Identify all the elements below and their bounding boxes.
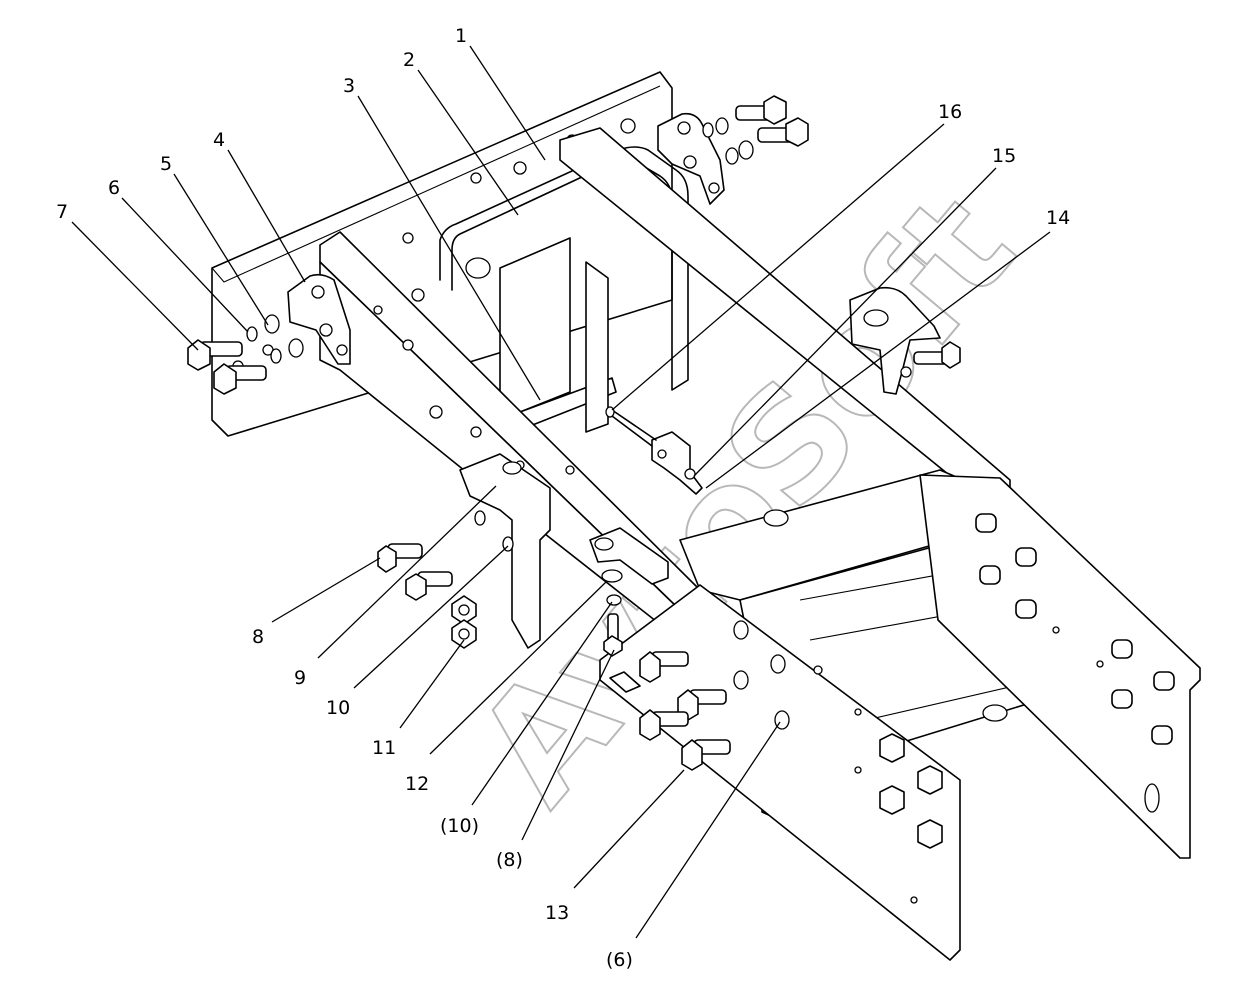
- callout-7: 7: [56, 201, 68, 223]
- callout-14: 14: [1046, 207, 1070, 229]
- callout-4: 4: [213, 129, 225, 151]
- leader-lines: [71, 45, 1051, 939]
- callout-9: 9: [294, 667, 306, 689]
- callout-3: 3: [343, 75, 355, 97]
- callout-1: 1: [455, 25, 467, 47]
- callout-10: 10: [326, 697, 350, 719]
- callout-13: 13: [545, 902, 569, 924]
- callout-12: 12: [405, 773, 429, 795]
- front-plate-bolts: [733, 620, 943, 849]
- callout-2: 2: [403, 49, 415, 71]
- right-hinge-bracket: [657, 95, 809, 205]
- callout-6: 6: [108, 177, 120, 199]
- right-plate-studs: [975, 513, 1175, 745]
- callout-8-ref: (8): [496, 849, 523, 871]
- callout-16: 16: [938, 101, 962, 123]
- right-clamp: [849, 286, 961, 395]
- callout-6-ref: (6): [606, 949, 633, 971]
- loose-bolts-13: [609, 651, 731, 771]
- callout-labels: 1 2 3 4 5 6 7 8 9 10 11 12 (10) (8) 13 (…: [56, 25, 1070, 971]
- callout-15: 15: [992, 145, 1016, 167]
- callout-8: 8: [252, 626, 264, 648]
- callout-10-ref: (10): [440, 815, 479, 837]
- callout-5: 5: [160, 153, 172, 175]
- front-lower-bracket: [377, 453, 669, 657]
- left-hinge-bracket: [187, 273, 351, 395]
- inner-bracket: [499, 237, 617, 433]
- callout-11: 11: [372, 737, 396, 759]
